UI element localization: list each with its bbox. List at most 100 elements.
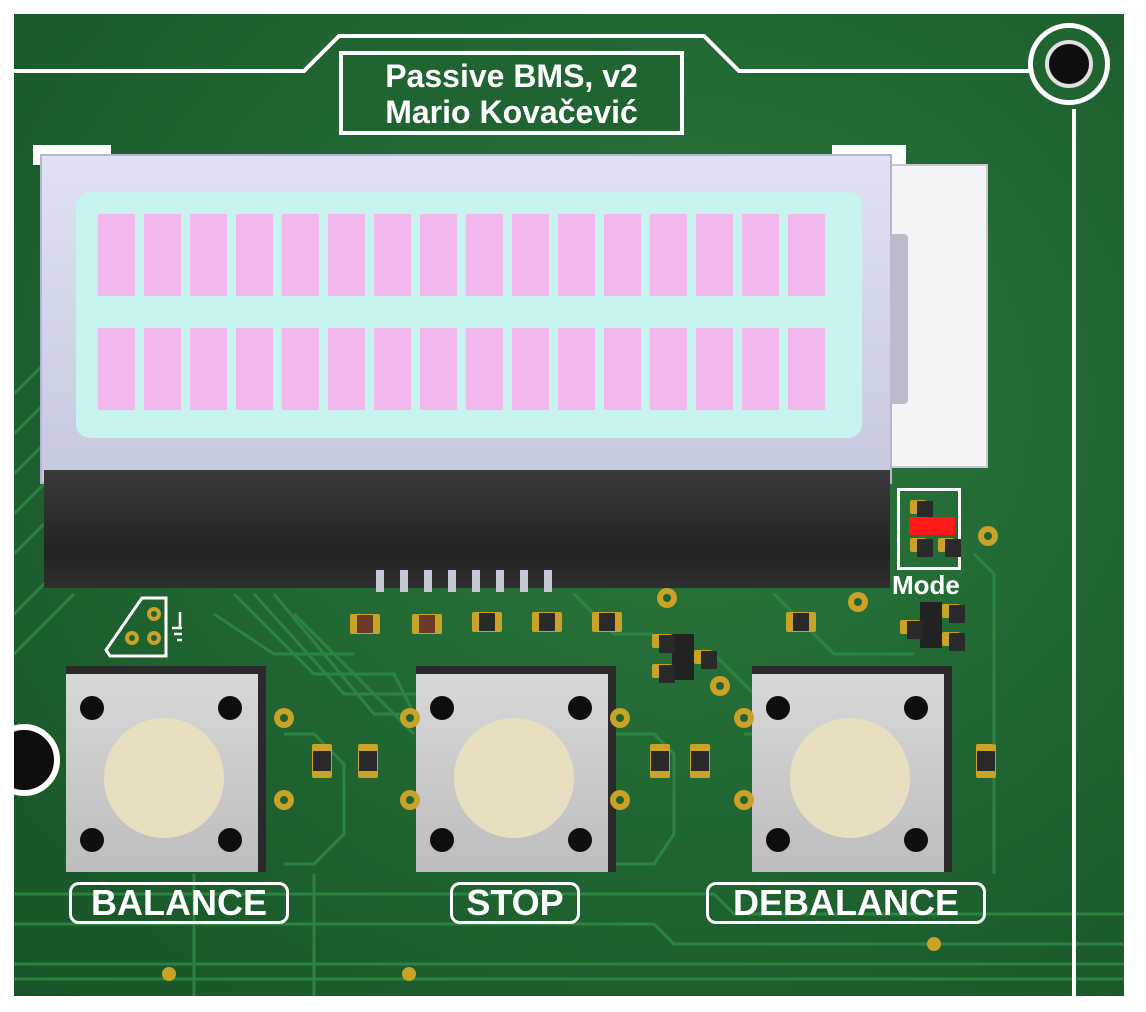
smd-resistor bbox=[650, 744, 670, 778]
via bbox=[978, 526, 998, 546]
transistor-pad bbox=[652, 664, 675, 683]
button-mount-hole bbox=[430, 696, 454, 720]
mode-switch-outline bbox=[897, 488, 961, 570]
lcd-pin bbox=[544, 570, 552, 592]
transistor-pad bbox=[942, 632, 965, 651]
lcd-character-cell bbox=[650, 328, 687, 410]
via bbox=[734, 708, 754, 728]
via bbox=[610, 708, 630, 728]
via bbox=[657, 588, 677, 608]
lcd-row bbox=[98, 214, 825, 296]
mode-label: Mode bbox=[892, 570, 960, 600]
board-title-line2: Mario Kovačević bbox=[385, 94, 638, 130]
lcd-character-cell bbox=[558, 214, 595, 296]
button-mount-hole bbox=[218, 828, 242, 852]
smd-resistor bbox=[312, 744, 332, 778]
lcd-base bbox=[44, 470, 890, 588]
transistor-pad bbox=[942, 604, 965, 623]
via bbox=[848, 592, 868, 612]
button-mount-hole bbox=[430, 828, 454, 852]
button-cap[interactable] bbox=[790, 718, 910, 838]
lcd-character-cell bbox=[190, 214, 227, 296]
lcd-pin bbox=[376, 570, 384, 592]
lcd-character-cell bbox=[98, 214, 135, 296]
lcd-character-cell bbox=[604, 328, 641, 410]
button-cap[interactable] bbox=[104, 718, 224, 838]
lcd-character-cell bbox=[788, 214, 825, 296]
smd-capacitor bbox=[592, 612, 622, 632]
smd-resistor bbox=[350, 614, 380, 634]
button-mount-hole bbox=[568, 828, 592, 852]
smd-resistor bbox=[412, 614, 442, 634]
debalance-button[interactable] bbox=[752, 666, 952, 872]
via bbox=[274, 790, 294, 810]
button-mount-hole bbox=[766, 828, 790, 852]
lcd-character-cell bbox=[144, 214, 181, 296]
lcd-character-cell bbox=[328, 328, 365, 410]
button-mount-hole bbox=[904, 828, 928, 852]
lcd-character-cell bbox=[696, 328, 733, 410]
lcd-screen bbox=[76, 192, 862, 438]
lcd-character-cell bbox=[144, 328, 181, 410]
lcd-character-cell bbox=[236, 214, 273, 296]
lcd-edge-connector bbox=[890, 234, 908, 404]
transistor-pad bbox=[694, 650, 717, 669]
lcd-frame bbox=[40, 154, 892, 484]
smd-resistor bbox=[976, 744, 996, 778]
lcd-character-cell bbox=[512, 328, 549, 410]
button-mount-hole bbox=[568, 696, 592, 720]
lcd-character-cell bbox=[420, 328, 457, 410]
button-mount-hole bbox=[766, 696, 790, 720]
button-mount-hole bbox=[904, 696, 928, 720]
button-cap[interactable] bbox=[454, 718, 574, 838]
lcd-pin bbox=[520, 570, 528, 592]
lcd-character-cell bbox=[190, 328, 227, 410]
transistor bbox=[920, 602, 942, 648]
lcd-character-cell bbox=[604, 214, 641, 296]
stop-button[interactable] bbox=[416, 666, 616, 872]
lcd-pin bbox=[472, 570, 480, 592]
lcd-row bbox=[98, 328, 825, 410]
board-title-line1: Passive BMS, v2 bbox=[385, 58, 638, 94]
via bbox=[734, 790, 754, 810]
lcd-pin bbox=[400, 570, 408, 592]
debalance-label[interactable]: DEBALANCE bbox=[706, 882, 986, 924]
mode-switch[interactable] bbox=[909, 517, 955, 535]
button-mount-hole bbox=[80, 696, 104, 720]
smd-capacitor bbox=[532, 612, 562, 632]
lcd-character-cell bbox=[696, 214, 733, 296]
lcd-character-cell bbox=[98, 328, 135, 410]
transistor-pad bbox=[900, 620, 923, 639]
lcd-character-cell bbox=[420, 214, 457, 296]
via bbox=[400, 708, 420, 728]
stop-label[interactable]: STOP bbox=[450, 882, 580, 924]
lcd-character-cell bbox=[374, 214, 411, 296]
lcd-character-cell bbox=[466, 328, 503, 410]
smd-capacitor bbox=[472, 612, 502, 632]
balance-label[interactable]: BALANCE bbox=[69, 882, 289, 924]
smd-capacitor bbox=[786, 612, 816, 632]
smd-resistor bbox=[358, 744, 378, 778]
smd-resistor bbox=[690, 744, 710, 778]
lcd-character-cell bbox=[558, 328, 595, 410]
transistor-pad bbox=[652, 634, 675, 653]
lcd-character-cell bbox=[466, 214, 503, 296]
balance-button[interactable] bbox=[66, 666, 266, 872]
button-mount-hole bbox=[218, 696, 242, 720]
lcd-character-cell bbox=[512, 214, 549, 296]
button-mount-hole bbox=[80, 828, 104, 852]
lcd-character-cell bbox=[374, 328, 411, 410]
lcd-character-cell bbox=[282, 328, 319, 410]
lcd-character-cell bbox=[650, 214, 687, 296]
via bbox=[710, 676, 730, 696]
lcd-pin bbox=[448, 570, 456, 592]
mounting-hole bbox=[1028, 23, 1110, 105]
lcd-character-cell bbox=[742, 328, 779, 410]
lcd-character-cell bbox=[236, 328, 273, 410]
switch-pad bbox=[910, 500, 933, 519]
lcd-character-cell bbox=[328, 214, 365, 296]
lcd-character-cell bbox=[788, 328, 825, 410]
via bbox=[274, 708, 294, 728]
lcd-character-cell bbox=[742, 214, 779, 296]
via bbox=[610, 790, 630, 810]
